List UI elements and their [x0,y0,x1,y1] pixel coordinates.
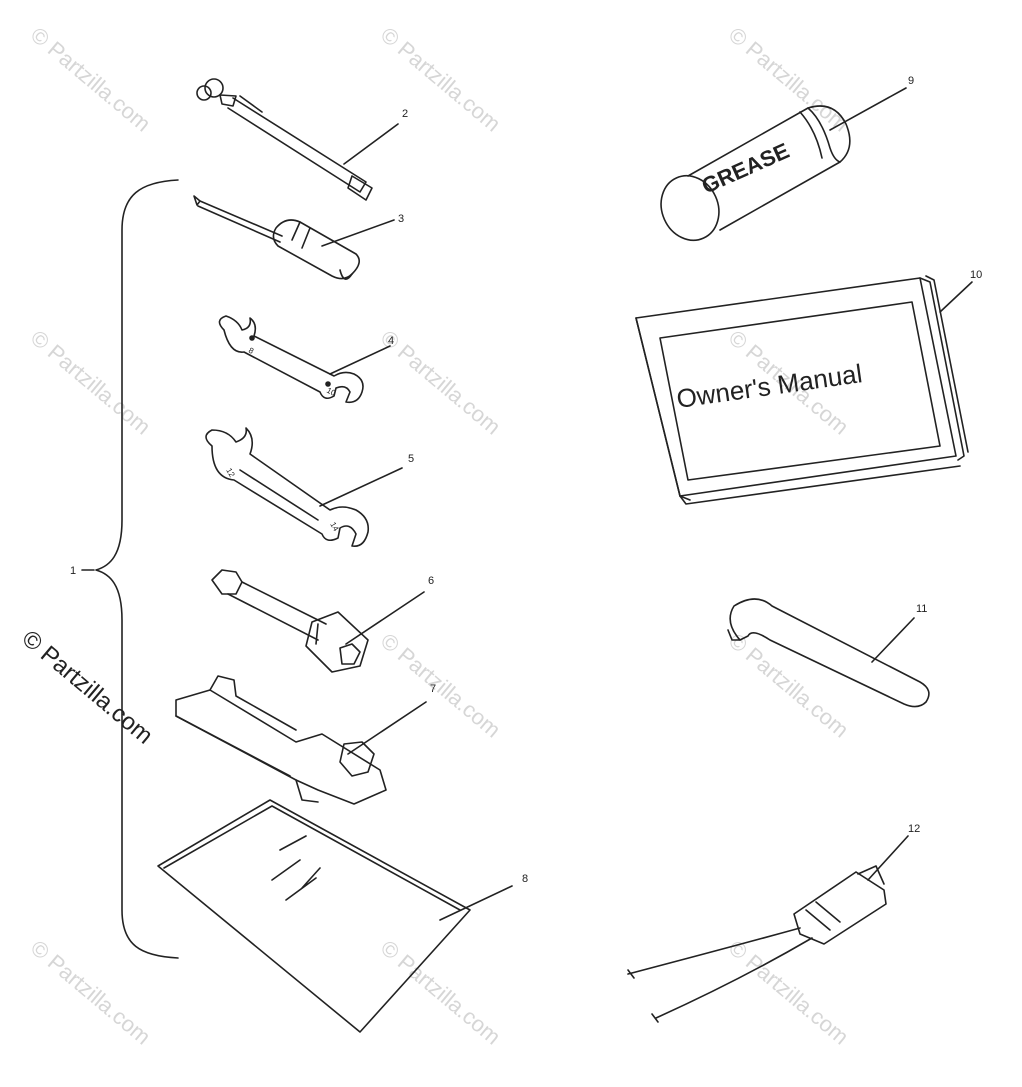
callout-10: 10 [970,269,982,281]
harness-connector [627,865,887,1023]
wrench-mark: 8 [247,346,256,356]
callout-7: 7 [430,683,436,695]
leader-line [347,701,427,755]
callout-4: 4 [388,335,394,347]
grease-label: GREASE [698,138,793,199]
leader-line [871,617,915,663]
leader-line [343,123,399,165]
spanner-wrench [727,598,930,708]
callout-9: 9 [908,75,914,87]
callout-2: 2 [402,108,408,120]
leader-line [345,591,425,645]
spark-plug-socket [211,569,369,673]
leader-line [939,281,973,313]
owners-manual [635,275,969,505]
callout-1: 1 [70,565,76,577]
tool-bag [157,799,471,1033]
callout-11: 11 [916,603,927,615]
leader-line [329,345,391,375]
leader-line [439,885,513,921]
tool-bracket [175,675,387,805]
leader-line [319,467,403,507]
callout-3: 3 [398,213,404,225]
manual-title: Owner's Manual [675,358,864,414]
leader-line [321,219,395,247]
kit-brace [95,179,179,959]
grease-tube [660,105,851,242]
callout-6: 6 [428,575,434,587]
screwdriver [193,195,360,280]
callout-12: 12 [908,823,920,835]
wrench-small [218,315,364,404]
leader-line [829,87,907,131]
tire-gauge [196,78,373,201]
callout-8: 8 [522,873,528,885]
wrench-large [205,427,370,548]
leader-line [867,835,909,881]
callout-5: 5 [408,453,414,465]
